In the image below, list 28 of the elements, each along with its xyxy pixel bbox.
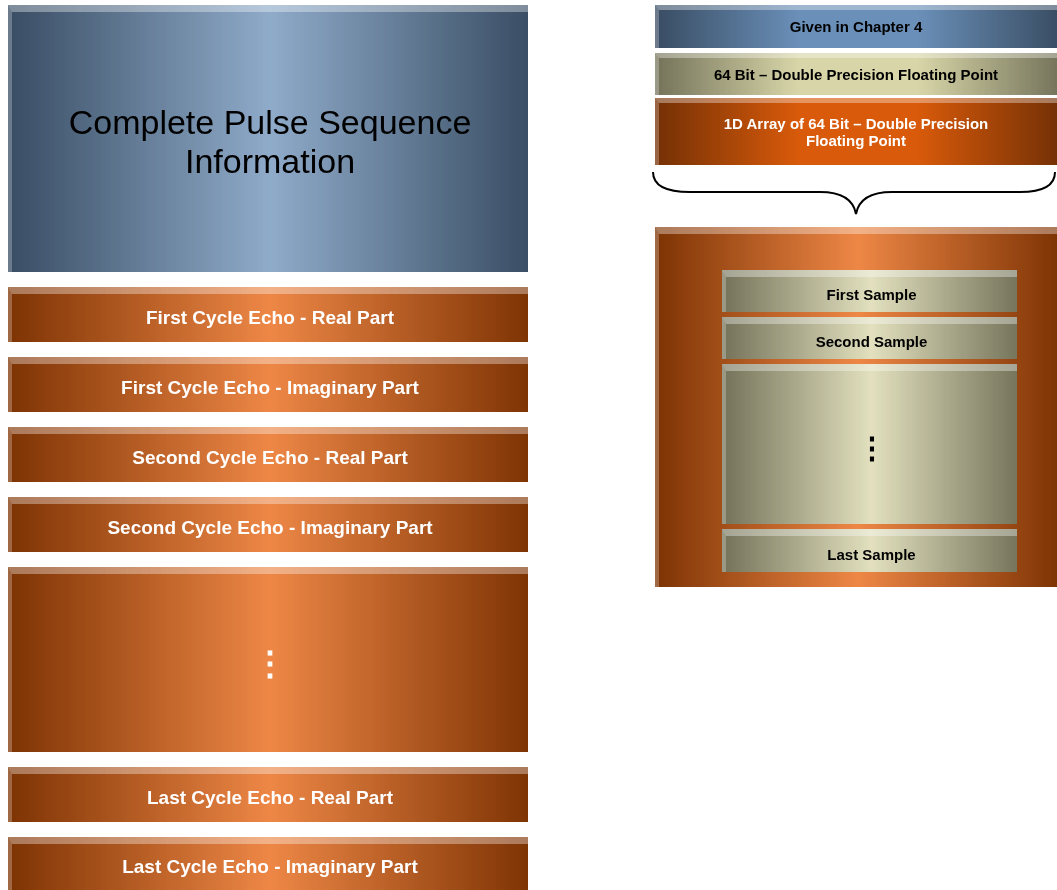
sample-block	[722, 270, 1017, 312]
data-block	[8, 287, 528, 342]
block-label: Second Cycle Echo - Imaginary Part	[107, 517, 433, 539]
sample-block	[722, 317, 1017, 359]
block-label: Second Sample	[815, 333, 928, 350]
data-block	[8, 497, 528, 552]
block-label: Last Cycle Echo - Real Part	[146, 787, 393, 809]
block-label: First Cycle Echo - Imaginary Part	[121, 377, 419, 399]
array-panel	[655, 227, 1057, 587]
legend-label: 64 Bit – Double Precision Floating Point	[712, 64, 1000, 85]
data-block	[8, 767, 528, 822]
block-label: Last Cycle Echo - Imaginary Part	[122, 856, 418, 878]
data-block	[8, 357, 528, 412]
ellipsis-text: ⋮	[856, 430, 887, 465]
block-label: Second Cycle Echo - Real Part	[132, 447, 408, 469]
data-block	[8, 567, 528, 752]
block-label: First Cycle Echo - Real Part	[145, 307, 395, 329]
ellipsis-text: ⋮	[253, 643, 287, 683]
title-block	[8, 5, 528, 272]
block-label: First Sample	[826, 286, 917, 303]
sample-block	[722, 364, 1017, 524]
block-label: Complete Pulse Sequence Information	[67, 103, 473, 181]
data-block	[8, 427, 528, 482]
sample-block	[722, 529, 1017, 572]
legend-label: 1D Array of 64 Bit – Double Precision Floating Point	[722, 113, 990, 151]
legend-label: Given in Chapter 4	[788, 17, 924, 37]
data-block	[8, 837, 528, 890]
block-label: Last Sample	[827, 545, 916, 563]
